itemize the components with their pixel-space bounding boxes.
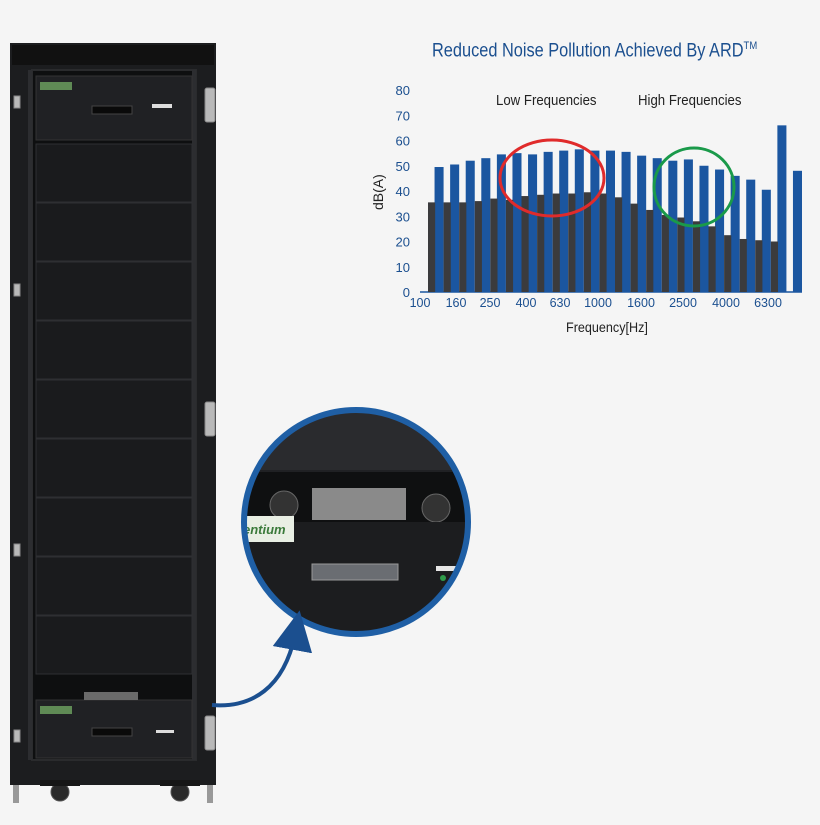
bar-series-1 — [668, 160, 678, 292]
bar-series-2 — [490, 198, 498, 292]
zoom-arrow — [211, 610, 313, 708]
x-axis-label: Frequency[Hz] — [566, 319, 648, 335]
low-frequencies-label: Low Frequencies — [496, 92, 597, 109]
bar-series-1 — [652, 158, 662, 292]
x-tick-label: 250 — [480, 296, 501, 310]
bar-series-2 — [505, 199, 514, 292]
zoom-logo-text: entium — [243, 522, 286, 537]
bar-series-2 — [599, 193, 607, 292]
bar-series-2 — [770, 241, 779, 292]
chart-plot: 0 10 20 30 40 50 60 70 80 100 160 250 400 630 1000 1600… — [396, 83, 802, 310]
x-tick-label: 2500 — [669, 296, 697, 310]
y-tick-label: 50 — [396, 159, 410, 174]
bar-series-2 — [552, 193, 560, 292]
bar-series-1 — [715, 169, 725, 292]
bar-series-2 — [692, 221, 701, 292]
bar-series-2 — [677, 217, 685, 292]
bar-series-2 — [646, 209, 654, 292]
bar-series-1 — [434, 167, 444, 292]
x-tick-label: 160 — [446, 296, 467, 310]
bar-series-2 — [739, 238, 747, 292]
bar-series-1 — [450, 164, 460, 292]
bar-series-1 — [574, 149, 584, 292]
x-tick-label: 1600 — [627, 296, 655, 310]
y-axis-label: dB(A) — [370, 174, 386, 210]
bar-series-2 — [474, 201, 482, 292]
x-tick-label: 400 — [516, 296, 537, 310]
blank-panels — [35, 143, 193, 675]
bar-series-2 — [537, 194, 545, 292]
zoom-detail-circle: entium — [241, 407, 471, 637]
y-tick-label: 10 — [396, 260, 410, 275]
bar-series-2 — [615, 197, 623, 292]
bar-series-1 — [730, 175, 740, 292]
y-tick-label: 60 — [396, 134, 410, 149]
x-tick-label: 4000 — [712, 296, 740, 310]
bar-series-1 — [761, 189, 771, 292]
y-tick-label: 40 — [396, 184, 410, 199]
bar-series-1 — [590, 150, 600, 292]
x-tick-label: 100 — [410, 296, 431, 310]
y-tick-label: 80 — [396, 83, 410, 98]
bar-series-1 — [496, 154, 506, 292]
bar-series-1 — [699, 165, 709, 292]
bar-series-1 — [777, 125, 787, 292]
bar-series-2 — [443, 202, 451, 292]
bar-series-1 — [481, 158, 491, 292]
y-tick-label: 70 — [396, 108, 410, 123]
y-tick-label: 30 — [396, 209, 410, 224]
chart-title: Reduced Noise Pollution Achieved By ARDT… — [432, 40, 758, 62]
high-frequencies-circle — [652, 146, 736, 228]
high-frequencies-label: High Frequencies — [638, 92, 742, 109]
bar-series-1 — [543, 151, 553, 292]
noise-chart: Reduced Noise Pollution Achieved By ARDT… — [370, 30, 820, 350]
bar-series-1 — [637, 155, 647, 292]
bar-series-1 — [559, 150, 569, 292]
bar-series-1 — [512, 153, 522, 292]
bar-series-2 — [583, 192, 592, 292]
bar-series-1 — [465, 160, 475, 292]
bar-series-1 — [746, 179, 756, 292]
bar-series-2 — [428, 202, 436, 292]
bar-series-2 — [568, 193, 576, 292]
bar-series-2 — [630, 203, 638, 292]
bar-series-2 — [459, 202, 467, 292]
bar-series-1 — [621, 151, 631, 292]
y-tick-label: 0 — [403, 285, 410, 300]
low-frequencies-circle — [498, 138, 606, 218]
x-tick-label: 1000 — [584, 296, 612, 310]
bar-series-1 — [528, 154, 538, 292]
x-tick-label: 6300 — [754, 296, 782, 310]
x-tick-label: 630 — [550, 296, 571, 310]
bar-series-2 — [724, 235, 732, 292]
bar-series-2 — [755, 240, 763, 292]
bar-series-1 — [605, 150, 615, 292]
bar-series-2 — [708, 226, 716, 292]
bar-series-2 — [521, 196, 529, 292]
y-tick-label: 20 — [396, 235, 410, 250]
bar-series-2 — [661, 214, 669, 292]
bar-series-1 — [792, 170, 802, 292]
